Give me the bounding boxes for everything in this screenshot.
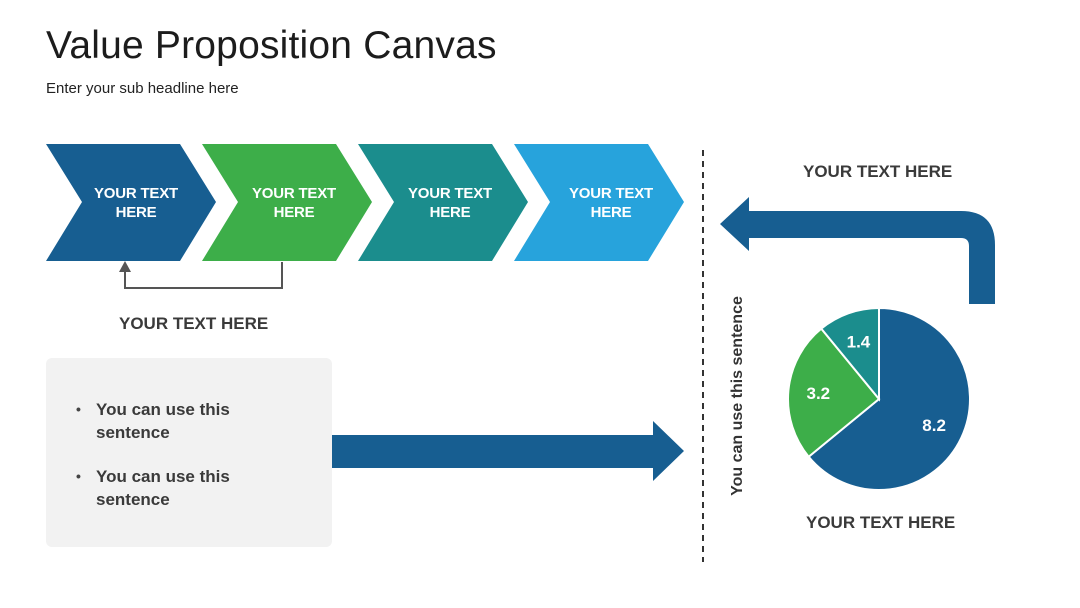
pie-slice-0 <box>807 306 971 491</box>
page-subtitle: Enter your sub headline here <box>46 80 239 97</box>
pie-chart: 8.2 3.2 1.4 <box>787 306 971 491</box>
chevron-3-label: YOUR TEXT HERE <box>407 185 493 221</box>
bullet-list: You can use this sentence You can use th… <box>76 398 256 532</box>
bullet-box: You can use this sentence You can use th… <box>46 358 332 547</box>
chevron-4 <box>514 144 684 261</box>
right-arrow <box>332 421 684 481</box>
chevron-2-label: YOUR TEXT HERE <box>251 185 337 221</box>
chevron-3 <box>358 144 528 261</box>
bullet-item: You can use this sentence <box>76 465 256 511</box>
chevron-1 <box>46 144 216 261</box>
feedback-connector <box>124 262 283 289</box>
vertical-sentence: You can use this sentence <box>729 296 746 496</box>
pie-slice-label-2: 1.4 <box>847 333 871 352</box>
pie-slice-label-0: 8.2 <box>922 416 946 435</box>
top-right-label: YOUR TEXT HERE <box>803 162 953 181</box>
feedback-arrowhead <box>119 261 131 272</box>
chevron-1-label: YOUR TEXT HERE <box>93 185 179 221</box>
chevron-2 <box>202 144 372 261</box>
return-arrow <box>720 197 995 304</box>
under-pie-label: YOUR TEXT HERE <box>806 513 956 532</box>
page-title: Value Proposition Canvas <box>46 24 497 67</box>
under-chevrons-label: YOUR TEXT HERE <box>119 314 269 333</box>
bullet-item: You can use this sentence <box>76 398 256 444</box>
pie-slice-label-1: 3.2 <box>807 384 831 403</box>
pie-slice-1 <box>787 327 881 459</box>
chevron-4-label: YOUR TEXT HERE <box>568 185 654 221</box>
pie-slice-2 <box>819 306 880 402</box>
